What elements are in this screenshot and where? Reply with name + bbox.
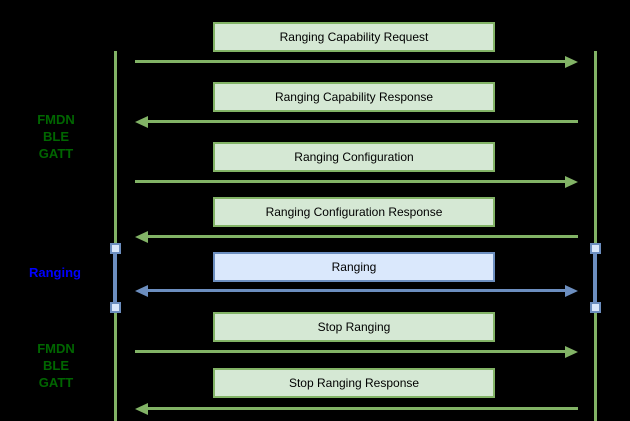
arrowhead-right-icon: [565, 285, 578, 297]
phase-label-line: Ranging: [29, 265, 81, 280]
arrow-right: [135, 346, 578, 358]
ranging-segment-handle-icon: [110, 302, 121, 313]
phase-label-line: GATT: [38, 146, 74, 161]
message-label: Ranging: [331, 260, 377, 274]
message-label: Stop Ranging Response: [288, 376, 420, 390]
phase-label-line: FMDN: [37, 112, 75, 127]
message-box: Ranging Configuration Response: [213, 197, 495, 227]
phase-label-ranging: Ranging: [10, 264, 100, 281]
arrowhead-left-icon: [135, 403, 148, 415]
phase-label-line: FMDN: [37, 341, 75, 356]
arrow-line: [145, 407, 578, 410]
arrow-left: [135, 403, 578, 415]
message-label: Ranging Capability Request: [279, 30, 429, 44]
phase-label-fmdn-ble-gatt-bottom: FMDN BLE GATT: [11, 340, 101, 391]
arrow-line: [145, 120, 578, 123]
phase-label-line: GATT: [38, 375, 74, 390]
arrowhead-right-icon: [565, 346, 578, 358]
phase-label-line: BLE: [43, 358, 69, 373]
arrow-left: [135, 116, 578, 128]
arrow-right: [135, 56, 578, 68]
arrow-left: [135, 231, 578, 243]
arrow-right: [135, 176, 578, 188]
message-label: Stop Ranging: [317, 320, 391, 334]
arrowhead-right-icon: [565, 56, 578, 68]
arrow-line: [135, 350, 568, 353]
arrow-line: [135, 60, 568, 63]
phase-label-line: BLE: [43, 129, 69, 144]
left-lifeline: [114, 51, 117, 421]
message-label: Ranging Capability Response: [274, 90, 434, 104]
arrowhead-right-icon: [565, 176, 578, 188]
message-box: Stop Ranging: [213, 312, 495, 342]
arrowhead-left-icon: [135, 116, 148, 128]
message-label: Ranging Configuration Response: [265, 205, 443, 219]
arrowhead-left-icon: [135, 231, 148, 243]
right-lifeline: [594, 51, 597, 421]
arrow-line: [145, 235, 578, 238]
arrowhead-left-icon: [135, 285, 148, 297]
left-lifeline-ranging-segment: [113, 248, 117, 308]
ranging-segment-handle-icon: [590, 243, 601, 254]
ranging-segment-handle-icon: [110, 243, 121, 254]
message-box: Ranging: [213, 252, 495, 282]
arrow-line: [135, 180, 568, 183]
message-box: Ranging Configuration: [213, 142, 495, 172]
message-label: Ranging Configuration: [294, 150, 414, 164]
right-lifeline-ranging-segment: [593, 248, 597, 308]
phase-label-fmdn-ble-gatt-top: FMDN BLE GATT: [11, 111, 101, 162]
arrow-line: [145, 289, 568, 292]
ranging-segment-handle-icon: [590, 302, 601, 313]
arrow-bidirectional: [135, 285, 578, 297]
message-box: Stop Ranging Response: [213, 368, 495, 398]
message-box: Ranging Capability Request: [213, 22, 495, 52]
message-box: Ranging Capability Response: [213, 82, 495, 112]
